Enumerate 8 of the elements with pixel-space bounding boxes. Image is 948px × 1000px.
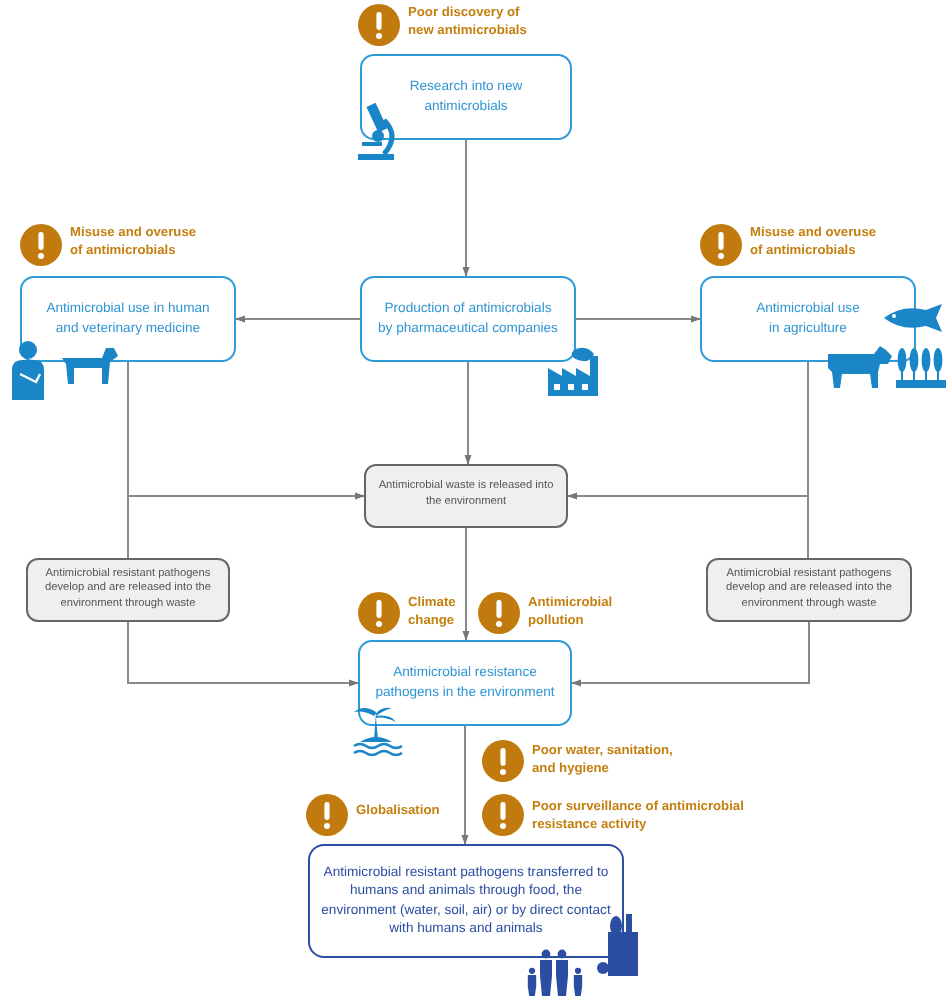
- arrow: [571, 621, 810, 687]
- arrow: [127, 621, 359, 687]
- arrow: [235, 315, 361, 323]
- arrow: [464, 361, 472, 465]
- arrow: [462, 139, 470, 277]
- arrow: [461, 725, 469, 845]
- arrow: [575, 315, 701, 323]
- arrow: [462, 527, 470, 641]
